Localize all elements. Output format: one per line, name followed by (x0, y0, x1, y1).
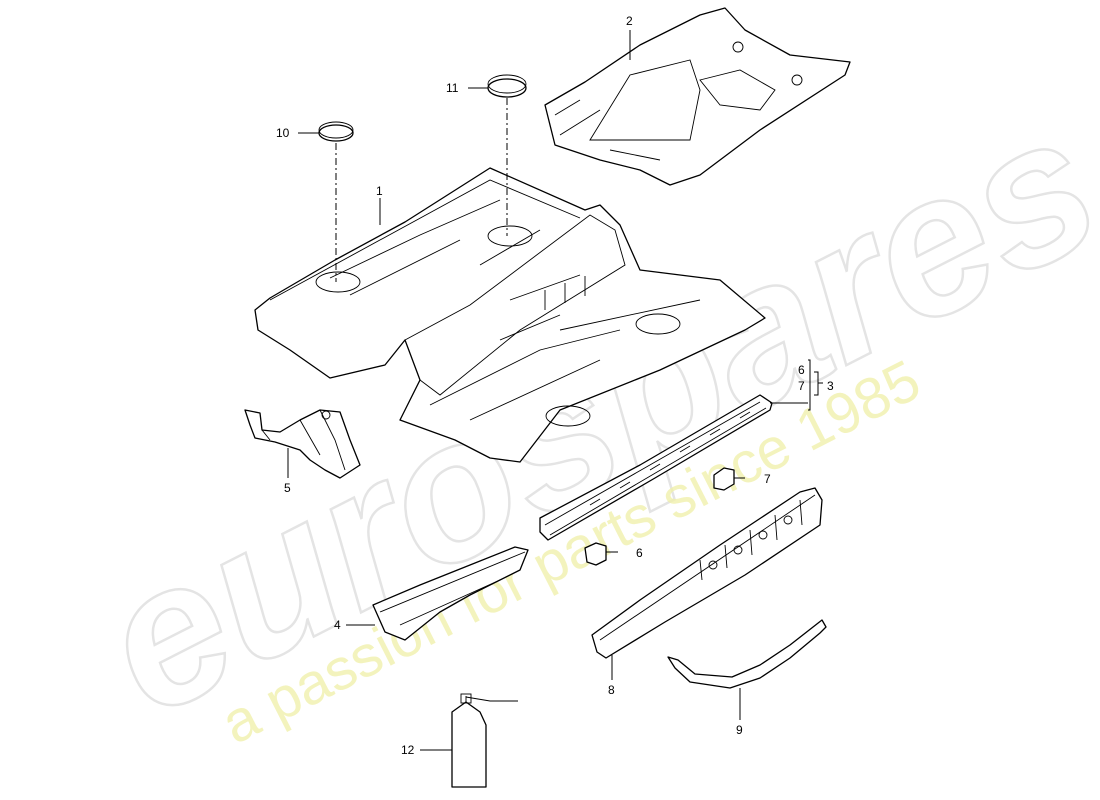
callout-6a: 6 (798, 363, 805, 377)
part-7-clip (713, 467, 735, 491)
part-3-side-sill (539, 394, 773, 541)
callout-11: 11 (446, 81, 459, 95)
part-1-floor-pan (254, 167, 766, 463)
callout-7b: 7 (764, 472, 771, 486)
callout-1: 1 (376, 184, 383, 198)
callout-7a: 7 (798, 379, 805, 393)
part-2-rear-floor (544, 7, 851, 186)
part-6-clip (584, 542, 607, 566)
callouts: 1 2 3 4 5 6 7 6 7 8 9 10 11 12 (276, 14, 834, 757)
callout-2: 2 (626, 14, 633, 28)
callout-4: 4 (334, 618, 341, 632)
part-12-spray-can (451, 693, 518, 788)
callout-8: 8 (608, 683, 615, 697)
part-10-plug (318, 121, 354, 142)
part-8-member (591, 487, 823, 659)
callout-6b: 6 (636, 546, 643, 560)
part-4-reinforcement (372, 546, 529, 641)
watermark-brand: eurospares (68, 70, 1100, 758)
group-bracket (814, 371, 823, 396)
callout-5: 5 (284, 481, 291, 495)
callout-12: 12 (401, 743, 415, 757)
part-9-strip (667, 619, 827, 689)
part-11-plug (487, 74, 527, 98)
callout-9: 9 (736, 723, 743, 737)
watermark: eurospares a passion for parts since 198… (67, 69, 1100, 760)
callout-3: 3 (827, 379, 834, 393)
leader-lines (287, 30, 811, 751)
part-5-bracket (244, 409, 361, 479)
callout-10: 10 (276, 126, 290, 140)
